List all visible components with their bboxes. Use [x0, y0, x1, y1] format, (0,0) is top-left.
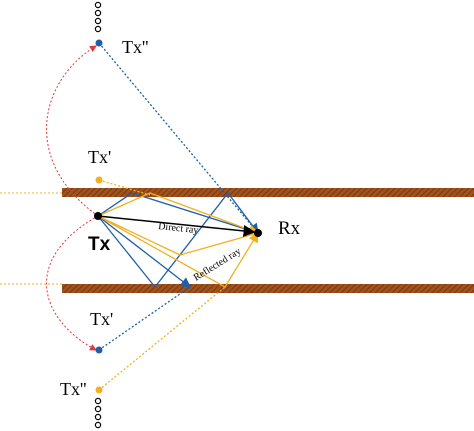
- mirror-arc-lower: [46, 215, 99, 351]
- image-line-top-orange: [98, 179, 151, 196]
- tx-prime-bottom-label: Tx': [90, 309, 113, 329]
- tx-prime-bottom-point: [95, 346, 103, 354]
- tx-double-prime-top-point: [95, 39, 103, 47]
- orange-reflected-rays: [97, 192, 260, 288]
- upper-wall: [62, 188, 474, 197]
- direct-ray-label: Direct ray: [158, 221, 199, 236]
- image-line-bottom-blue: [98, 286, 191, 351]
- blue-reflected-rays: [97, 191, 259, 289]
- tx-point: [94, 212, 102, 220]
- tx-label: Tx: [88, 234, 111, 255]
- image-line-top-blue: [98, 42, 259, 234]
- tx-prime-top-point: [95, 176, 103, 184]
- lower-wall: [62, 284, 474, 293]
- rx-label: Rx: [278, 218, 301, 239]
- image-column-top: [94, 1, 102, 33]
- tx-prime-top-label: Tx': [88, 147, 111, 167]
- rx-point: [254, 229, 262, 237]
- tx-double-prime-bottom-point: [95, 386, 103, 394]
- tx-double-prime-top-label: Tx'': [122, 37, 148, 57]
- mirror-arc-upper: [46, 45, 99, 217]
- direct-ray-line: [97, 215, 256, 237]
- reflected-ray-label: Reflected ray: [192, 246, 243, 284]
- image-column-bottom: [94, 397, 102, 429]
- tx-double-prime-bottom-label: Tx'': [60, 379, 86, 399]
- image-line-bottom-orange: [98, 286, 226, 391]
